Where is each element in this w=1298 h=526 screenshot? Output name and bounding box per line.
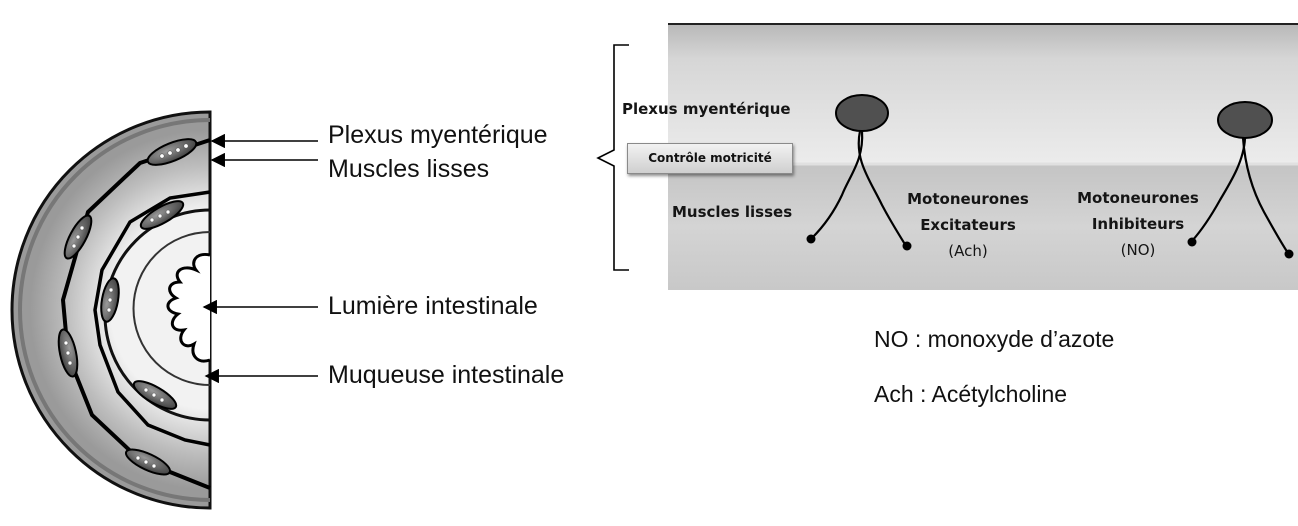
left-label-arrows bbox=[202, 133, 318, 384]
excitateurs-label-line1: Motoneurones bbox=[907, 190, 1029, 208]
panel-label-plexus: Plexus myentérique bbox=[622, 100, 791, 118]
brace bbox=[596, 44, 629, 271]
excitatory-motoneuron bbox=[806, 94, 912, 251]
inhibiteurs-label-line3: (NO) bbox=[1120, 241, 1156, 259]
label-muscles-lisses: Muscles lisses bbox=[328, 155, 490, 183]
label-muqueuse-intestinale: Muqueuse intestinale bbox=[328, 361, 565, 389]
intestine-wall bbox=[10, 110, 212, 510]
excitateurs-label-line3: (Ach) bbox=[948, 242, 988, 260]
legend-no: NO : monoxyde d’azote bbox=[874, 326, 1115, 352]
label-lumiere-intestinale: Lumière intestinale bbox=[328, 292, 538, 320]
excitateurs-label-line2: Excitateurs bbox=[920, 216, 1016, 234]
controle-motricite-box: Contrôle motricité bbox=[627, 143, 793, 174]
label-plexus-myenterique: Plexus myentérique bbox=[328, 121, 548, 149]
tissue-panel bbox=[668, 23, 1298, 290]
legend-ach: Ach : Acétylcholine bbox=[874, 381, 1068, 407]
inhibiteurs-label-line2: Inhibiteurs bbox=[1091, 215, 1185, 233]
panel-label-muscles: Muscles lisses bbox=[672, 203, 793, 221]
inhibiteurs-label-line1: Motoneurones bbox=[1077, 189, 1199, 207]
inhibitory-motoneuron bbox=[1187, 101, 1294, 259]
